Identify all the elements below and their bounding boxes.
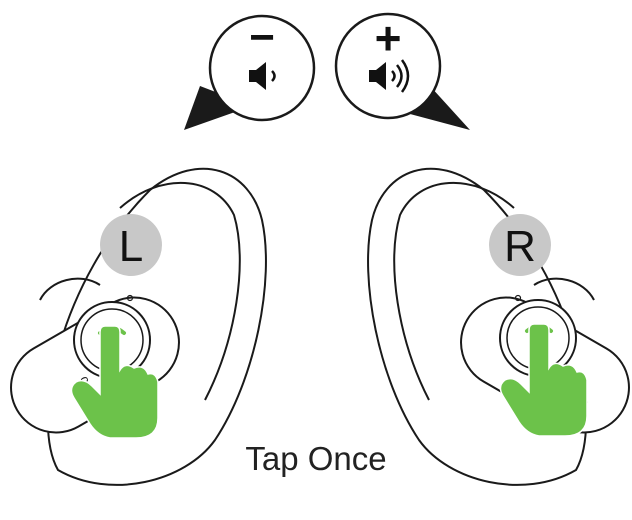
left-ear [46, 167, 267, 486]
tap-once-caption: Tap Once [245, 440, 387, 477]
speaker-loud-icon [369, 59, 410, 93]
volume-up-bubble: + [334, 12, 470, 130]
right-side-label: R [504, 222, 536, 271]
left-side-badge: L [100, 214, 162, 276]
left-tap-finger-icon [70, 325, 159, 439]
right-tap-finger-icon [499, 323, 588, 437]
right-mic-hole [514, 294, 522, 302]
volume-down-bubble: − [184, 13, 316, 130]
minus-sign: − [249, 13, 275, 62]
left-side-label: L [119, 222, 143, 271]
right-side-badge: R [489, 214, 551, 276]
plus-sign: + [375, 12, 402, 64]
left-mic-hole [126, 294, 134, 302]
speaker-quiet-icon [249, 62, 276, 90]
